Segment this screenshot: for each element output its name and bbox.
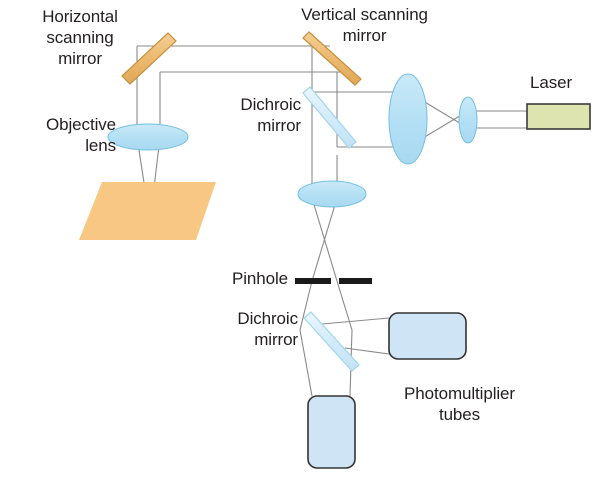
pinhole-left-bar [295, 278, 331, 284]
pmt-right [388, 312, 467, 360]
ray-after-pinhole-left [299, 280, 313, 331]
ray-tube-right [311, 197, 338, 282]
ray-to-right-pmt-bottom [344, 347, 390, 355]
ray-to-bottom-pmt-left [299, 329, 313, 397]
label-horizontal-scanning-mirror: Horizontal scanning mirror [42, 7, 118, 68]
collimating-lens [458, 96, 478, 144]
label-dichroic-mirror-lower: Dichroic mirror [237, 309, 298, 349]
tube-lens [297, 180, 367, 208]
vertical-scanning-mirror [302, 31, 362, 86]
label-objective-lens: Objective lens [46, 115, 116, 155]
sample-plane [79, 182, 216, 240]
dichroic-mirror-lower [303, 311, 360, 372]
beam-expander-lens [388, 73, 428, 165]
dichroic-mirror-upper [302, 86, 357, 149]
scanning-mirrors [121, 31, 362, 86]
objective-lens [107, 123, 189, 151]
laser-source [526, 103, 591, 130]
dichroic-mirrors [302, 86, 360, 372]
label-pinhole: Pinhole [231, 269, 288, 288]
ray-to-right-pmt-top [321, 317, 390, 325]
label-laser: Laser [530, 73, 573, 92]
label-dichroic-mirror-upper: Dichroic mirror [240, 95, 301, 135]
horizontal-scanning-mirror [121, 32, 177, 85]
label-vertical-scanning-mirror: Vertical scanning mirror [301, 5, 428, 45]
pinhole-right-bar [339, 278, 372, 284]
label-photomultiplier-tubes: Photomultiplier tubes [404, 384, 515, 424]
pmt-bottom [307, 395, 356, 469]
